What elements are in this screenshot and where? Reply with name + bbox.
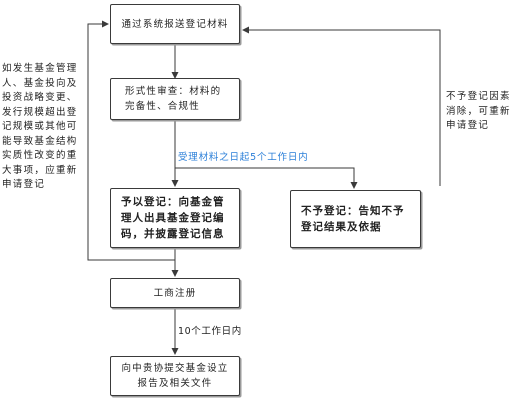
node-not-register-text: 不予登记：告知不予登记结果及依据 xyxy=(301,205,405,233)
note-left-reapply: 如发生基金管理人、基金投向及投资战略变更、发行规模超出登记规模或其他可能导致基金… xyxy=(2,62,86,193)
node-business-registration: 工商注册 xyxy=(110,278,240,308)
arrow-review-to-not-register xyxy=(175,167,358,189)
arrow-right-feedback-loop xyxy=(242,26,441,186)
note-right-reapply: 不予登记因素消除，可重新申请登记 xyxy=(446,90,512,134)
node-submit-materials-text: 通过系统报送登记材料 xyxy=(121,18,229,30)
note-right-reapply-text: 不予登记因素消除，可重新申请登记 xyxy=(446,91,511,131)
node-submit-report: 向中贵协提交基金设立报告及相关文件 xyxy=(110,356,240,396)
node-submit-materials: 通过系统报送登记材料 xyxy=(110,4,240,44)
node-submit-report-text: 向中贵协提交基金设立报告及相关文件 xyxy=(121,363,229,389)
edge-label-ten-days: 10个工作日内 xyxy=(178,323,242,337)
node-not-register: 不予登记：告知不予登记结果及依据 xyxy=(290,190,421,248)
edge-label-ten-days-text: 10个工作日内 xyxy=(178,326,242,337)
node-formal-review-text: 形式性审查：材料的完备性、合规性 xyxy=(125,86,222,112)
edge-label-five-days-text: 受理材料之日起5个工作日内 xyxy=(178,152,309,163)
edge-label-five-days: 受理材料之日起5个工作日内 xyxy=(178,149,308,163)
node-register: 予以登记：向基金管理人出具基金登记编码，并披露登记信息 xyxy=(110,188,240,248)
node-business-registration-text: 工商注册 xyxy=(153,287,197,299)
node-formal-review: 形式性审查：材料的完备性、合规性 xyxy=(110,78,240,120)
arrow-left-feedback-loop xyxy=(87,20,175,261)
node-register-text: 予以登记：向基金管理人出具基金登记编码，并披露登记信息 xyxy=(121,196,225,240)
note-left-reapply-text: 如发生基金管理人、基金投向及投资战略变更、发行规模超出登记规模或其他可能导致基金… xyxy=(2,63,78,190)
